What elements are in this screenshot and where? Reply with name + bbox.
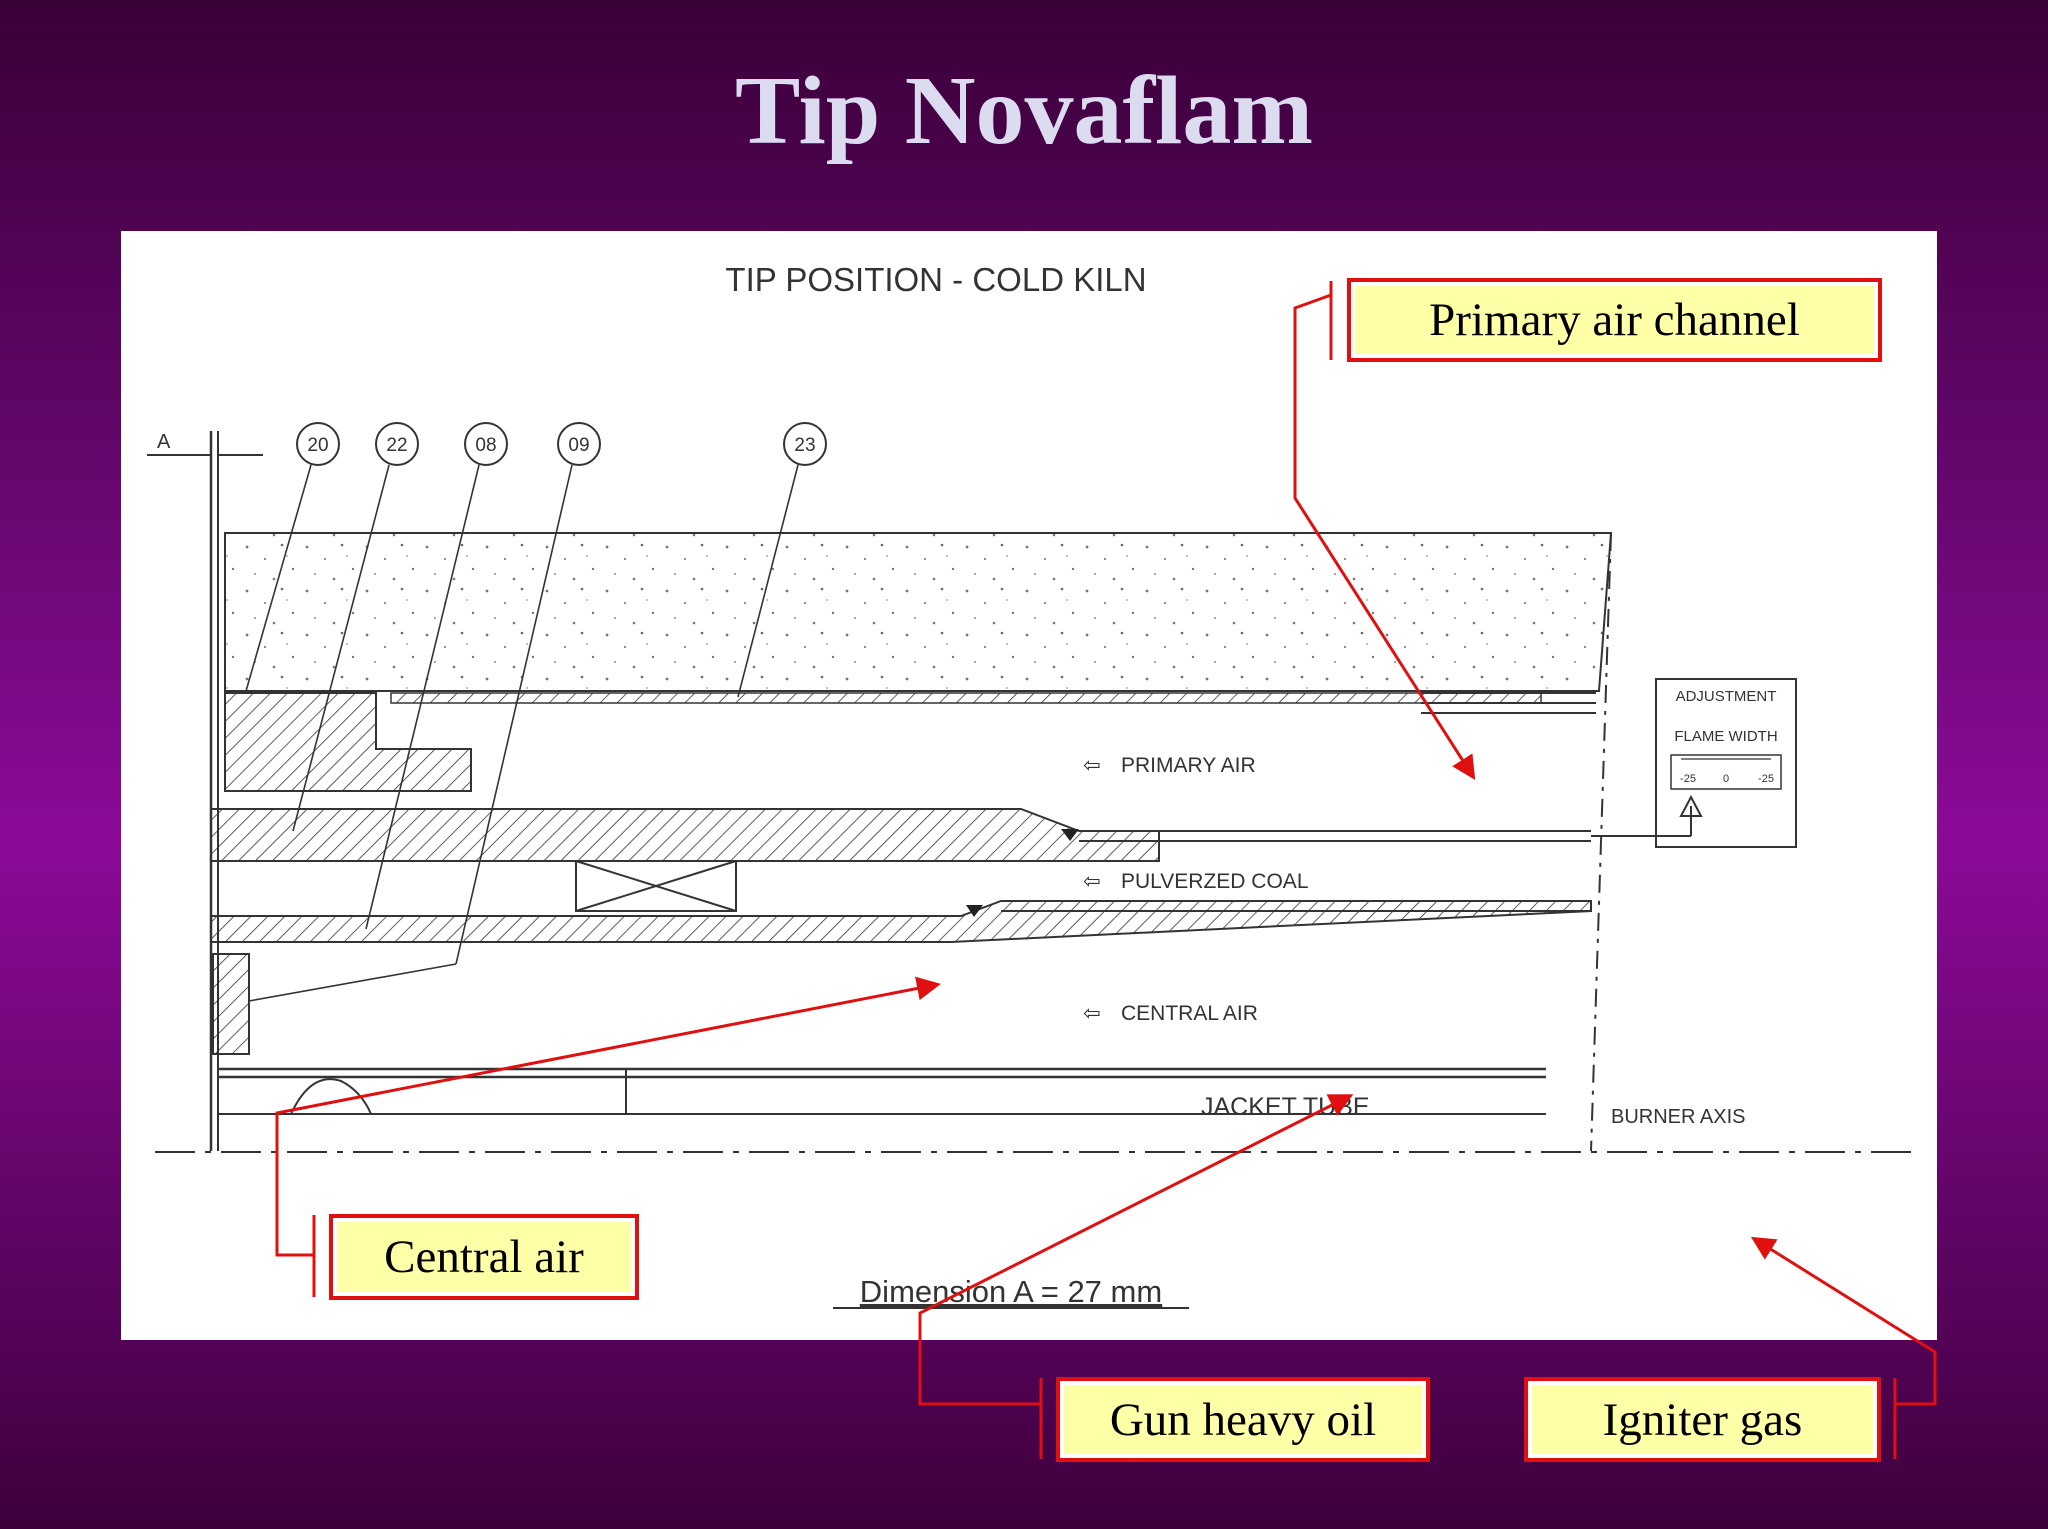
dimension-a-label: A <box>157 431 171 453</box>
svg-text:ADJUSTMENT: ADJUSTMENT <box>1676 688 1777 705</box>
flow-arrow-primary: ⇦ <box>1083 754 1101 777</box>
svg-text:22: 22 <box>386 435 407 456</box>
svg-text:0: 0 <box>1723 773 1729 785</box>
primary-air-label: PRIMARY AIR <box>1121 754 1256 777</box>
part-09-marker: 09 <box>248 422 601 1002</box>
callout-central-air: Central air <box>329 1214 639 1300</box>
kiln-hot-face-line <box>1590 532 1612 1152</box>
slide-title: Tip Novaflam <box>734 57 1314 165</box>
flow-arrow-central: ⇦ <box>1083 1002 1101 1025</box>
igniter-gas-leader <box>1750 1236 1937 1406</box>
part-23-marker: 23 <box>737 422 827 698</box>
svg-text:-25: -25 <box>1680 773 1696 785</box>
central-air-leader <box>275 976 941 1257</box>
dimension-note: Dimension A = 27 mm <box>860 1274 1162 1309</box>
central-air-label: CENTRAL AIR <box>1121 1002 1258 1025</box>
svg-text:20: 20 <box>307 435 328 456</box>
svg-text:FLAME WIDTH: FLAME WIDTH <box>1674 728 1777 745</box>
primary-air-leader <box>1293 293 1476 781</box>
callout-gun-heavy-oil: Gun heavy oil <box>1056 1377 1430 1462</box>
part-20-block <box>224 692 472 792</box>
burner-axis-label: BURNER AXIS <box>1611 1106 1745 1128</box>
burner-tip-drawing: TIP POSITION - COLD KILN A <box>147 261 1911 1309</box>
callout-igniter-gas: Igniter gas <box>1524 1377 1881 1462</box>
flame-width-adjustment: ADJUSTMENT FLAME WIDTH -25 0 -25 <box>1591 678 1797 848</box>
swirler <box>575 860 737 912</box>
part-08-marker: 08 <box>365 422 508 930</box>
svg-text:-25: -25 <box>1758 773 1774 785</box>
svg-text:09: 09 <box>568 435 589 456</box>
callout-primary-air-channel: Primary air channel <box>1347 278 1882 362</box>
diagram-panel: TIP POSITION - COLD KILN A <box>121 231 1937 1340</box>
part-22-marker: 22 <box>292 422 419 832</box>
refractory-layer <box>224 532 1613 692</box>
gun-heavy-oil-leader <box>918 1094 1354 1406</box>
flow-arrow-coal: ⇦ <box>1083 870 1101 893</box>
pulverized-coal-label: PULVERZED COAL <box>1121 870 1309 893</box>
drawing-heading: TIP POSITION - COLD KILN <box>725 261 1146 298</box>
svg-text:23: 23 <box>794 435 815 456</box>
outer-tube <box>390 692 1542 704</box>
part-09-ring <box>212 953 250 1055</box>
svg-text:08: 08 <box>475 435 496 456</box>
part-20-marker: 20 <box>245 422 340 692</box>
